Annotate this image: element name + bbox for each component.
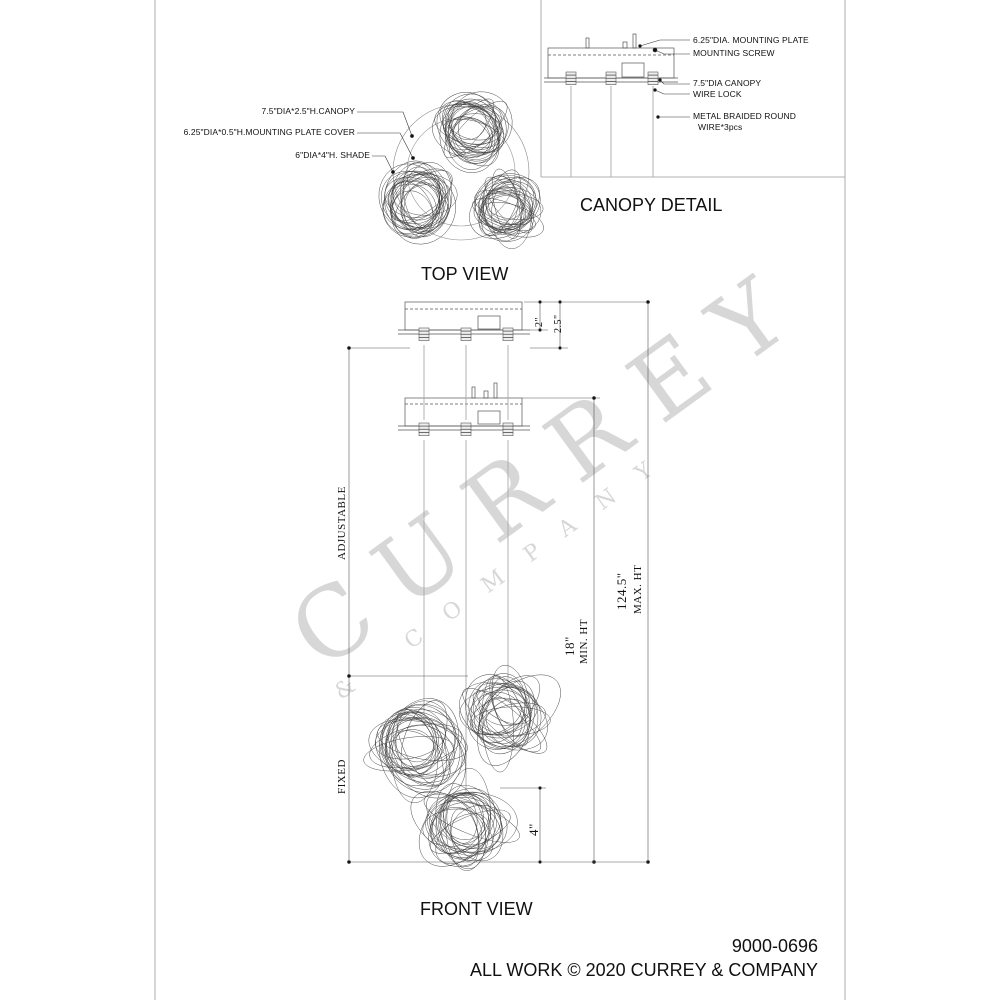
dimension-lines	[347, 300, 650, 864]
dim-max-ht-label: MAX. HT	[632, 564, 644, 614]
suspension-wires	[423, 345, 509, 795]
canopy-detail-title: CANOPY DETAIL	[580, 195, 723, 215]
callout-mounting-plate-cover: 6.25"DIA*0.5"H.MOUNTING PLATE COVER	[183, 127, 355, 137]
front-view-drawing	[347, 300, 650, 871]
label-adjustable: ADJUSTABLE	[336, 486, 348, 560]
callout-braided-wire: METAL BRAIDED ROUND	[693, 111, 796, 121]
callout-wire-lock: WIRE LOCK	[693, 89, 742, 99]
dim-max-ht-value: 124.5"	[614, 572, 629, 610]
dim-shade-height: 4"	[526, 823, 541, 836]
label-fixed: FIXED	[336, 759, 348, 794]
front-shade-bottom	[410, 768, 520, 871]
upper-wire-lock	[502, 327, 514, 341]
lower-wire-lock	[502, 422, 514, 436]
sheet-border	[154, 0, 846, 1000]
top-shade-left	[378, 160, 458, 245]
front-shade-right	[459, 664, 561, 773]
dim-min-ht-value: 18"	[562, 636, 577, 656]
canopy-detail-drawing	[544, 33, 690, 177]
dim-min-ht-label: MIN. HT	[578, 618, 590, 664]
upper-wire-lock	[460, 327, 472, 341]
top-shade-right	[469, 168, 544, 249]
callout-canopy: 7.5"DIA*2.5"H.CANOPY	[261, 106, 355, 116]
front-shade-left	[363, 698, 468, 804]
top-shade-upper	[432, 91, 513, 173]
lower-wire-lock	[460, 422, 472, 436]
detail-wire-lock	[647, 71, 659, 85]
copyright-line: ALL WORK © 2020 CURREY & COMPANY	[469, 960, 818, 980]
upper-wire-lock	[418, 327, 430, 341]
top-view-title: TOP VIEW	[421, 264, 509, 284]
callout-shade: 6"DIA*4"H. SHADE	[295, 150, 370, 160]
detail-wire-lock	[605, 71, 617, 85]
callout-mounting-plate: 6.25"DIA. MOUNTING PLATE	[693, 35, 809, 45]
callout-wire-count: WIRE*3pcs	[698, 122, 743, 132]
dim-canopy-2-5in: 2.5"	[553, 314, 564, 333]
lower-wire-lock	[418, 422, 430, 436]
canopy-detail-leaders	[638, 39, 690, 119]
top-view-drawing	[357, 91, 544, 249]
front-view-title: FRONT VIEW	[420, 899, 533, 919]
callout-canopy-dia: 7.5"DIA CANOPY	[693, 78, 762, 88]
upper-canopy	[404, 301, 523, 331]
part-number: 9000-0696	[731, 936, 818, 956]
detail-wire-lock	[565, 71, 577, 85]
dim-canopy-2in: 2"	[534, 316, 545, 327]
lower-canopy	[404, 397, 523, 427]
top-view-leaders	[357, 111, 415, 174]
callout-mounting-screw: MOUNTING SCREW	[693, 48, 775, 58]
